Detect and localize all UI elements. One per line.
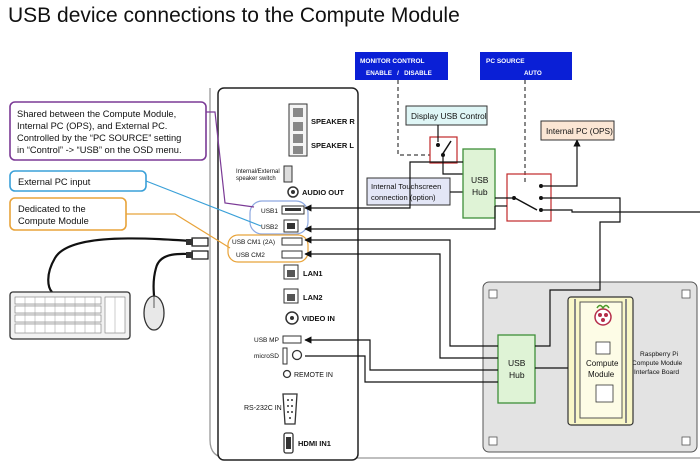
remote-in-label: REMOTE IN (294, 372, 333, 379)
keyboard-cable (47, 237, 209, 293)
callout-dedicated-line-1: Dedicated to the (18, 204, 86, 214)
mouse-cable (152, 250, 209, 297)
hdmi-label: HDMI IN1 (298, 439, 331, 448)
usb-cm1-label: USB CM1 (2A) (232, 239, 275, 246)
interface-board-label-3: Interface Board (634, 369, 679, 376)
callout-shared-line-2: Internal PC (OPS), and External PC. (17, 121, 167, 131)
speaker-switch[interactable] (283, 165, 293, 183)
usb-cm2-port[interactable] (281, 250, 303, 259)
callout-external-text: External PC input (18, 177, 91, 187)
lan1-label: LAN1 (303, 269, 323, 278)
monitor-control-header (355, 52, 448, 80)
display-usb-control-label: Display USB Control (411, 111, 487, 121)
usb-mp-label: USB MP (254, 337, 279, 344)
microsd-line (305, 355, 498, 383)
remote-in-jack[interactable] (282, 369, 292, 379)
interface-board-label-1: Raspberry Pi (640, 351, 679, 358)
usb2-line (304, 206, 496, 233)
video-in-label: VIDEO IN (302, 314, 335, 323)
usb1-label: USB1 (261, 208, 278, 215)
usb2-label: USB2 (261, 224, 278, 231)
callout-shared-line-4: in “Control” -> “USB” on the OSD menu. (17, 145, 182, 155)
usb-cm2-label: USB CM2 (236, 252, 265, 259)
internal-pc-label: Internal PC (OPS) (546, 126, 613, 136)
usb-hub-top (462, 148, 496, 219)
raspberry-pi-logo-icon (594, 304, 612, 326)
pc-source-title: PC SOURCE (486, 58, 525, 65)
diagram-title: USB device connections to the Compute Mo… (8, 4, 460, 27)
compute-module-label-2: Module (588, 370, 615, 379)
callout-external-leader (145, 180, 262, 227)
interface-board-label-2: Compute Module (632, 360, 683, 367)
pc-source-value: AUTO (524, 70, 542, 77)
keyboard-icon (9, 291, 131, 340)
speaker-r-label: SPEAKER R (311, 117, 355, 126)
speaker-switch-label-1: Internal/External (236, 169, 280, 175)
speaker-switch-label-2: speaker switch (236, 176, 276, 182)
callout-shared-box (9, 101, 207, 161)
microsd-slot[interactable] (282, 347, 288, 365)
usb-cm1-port[interactable] (281, 237, 303, 246)
callout-dedicated-leader (126, 213, 231, 249)
usb-mp-port[interactable] (282, 335, 302, 344)
usb-cm1-line (304, 236, 498, 347)
usb-hub-top-label-2: Hub (472, 187, 488, 197)
touchscreen-label-1: Internal Touchscreen (371, 182, 441, 191)
usb-cm2-line (304, 250, 498, 359)
display-usb-control-box (405, 105, 488, 126)
rs232c-label: RS-232C IN (244, 405, 282, 412)
speaker-l-label: SPEAKER L (311, 141, 354, 150)
microsd-label: microSD (254, 353, 279, 360)
compute-module-label-1: Compute (586, 359, 619, 368)
usb-hub-bottom-label-1: USB (508, 358, 526, 368)
usb-hub-bottom-label-2: Hub (509, 370, 525, 380)
touchscreen-label-2: connection (option) (371, 193, 436, 202)
usbcm-highlight (227, 234, 309, 263)
usb1-line (304, 161, 463, 212)
callout-shared-line-3: Controlled by the “PC SOURCE” setting (17, 133, 181, 143)
hub-upstream-line (535, 280, 601, 347)
monitor-control-options: ENABLE / DISABLE (366, 70, 432, 77)
usb12-highlight (249, 200, 309, 235)
touchscreen-box (366, 177, 451, 206)
usb-hub-top-label-1: USB (471, 175, 489, 185)
pc-source-header (480, 52, 572, 80)
lan2-label: LAN2 (303, 293, 323, 302)
monitor-control-dash (397, 80, 430, 156)
mouse-icon (143, 295, 165, 331)
usb-mp-line (304, 336, 498, 371)
rs232c-port[interactable] (282, 393, 298, 425)
microsd-jack (291, 349, 303, 361)
usb-hub-bottom (497, 334, 536, 404)
monitor-control-title: MONITOR CONTROL (360, 58, 425, 65)
audio-out-label: AUDIO OUT (302, 188, 345, 197)
speaker-terminals (288, 103, 308, 157)
callout-shared-leader (206, 111, 255, 208)
callout-shared-line-1: Shared between the Compute Module, (17, 109, 176, 119)
callout-dedicated-line-2: Compute Module (18, 216, 89, 226)
